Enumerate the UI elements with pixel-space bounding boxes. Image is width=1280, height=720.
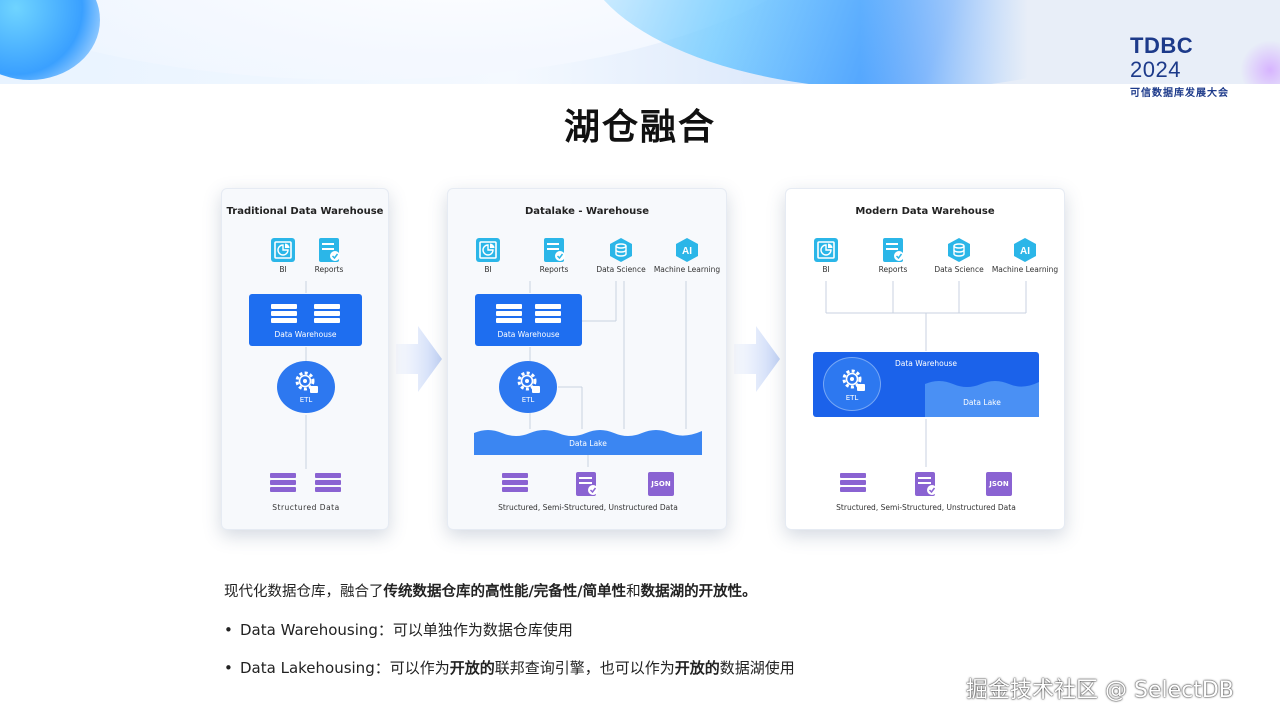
data-science-icon (610, 238, 632, 262)
bullet-text: 数据湖使用 (719, 659, 795, 677)
consumer-bi: BI (248, 237, 318, 274)
connector-lines (825, 281, 1027, 467)
warehouse-label: Data Warehouse (274, 330, 337, 339)
connector-lines (529, 281, 687, 467)
etl-label: ETL (299, 396, 313, 404)
document-check-icon (576, 472, 598, 496)
database-icon (314, 304, 340, 325)
source-label: Structured Data (272, 503, 340, 512)
modern-warehouse-panel: Modern Data Warehouse BI Reports (785, 188, 1065, 530)
reports-icon (319, 238, 340, 262)
bullet-item: •Data Warehousing：可以单独作为数据仓库使用 (224, 621, 573, 639)
structured-data-icon (270, 473, 296, 494)
bullet-text: Data Warehousing：可以单独作为数据仓库使用 (240, 621, 573, 639)
consumer-label: BI (822, 265, 830, 274)
json-icon: JSON (986, 472, 1012, 496)
watermark: 掘金技术社区 @ SelectDB (966, 678, 1234, 703)
database-icon (535, 304, 561, 325)
source-label: Structured, Semi-Structured, Unstructure… (836, 503, 1016, 512)
data-warehouse-box: Data Warehouse (475, 294, 582, 346)
json-icon: JSON (648, 472, 674, 496)
tdbc-logo: TDBC 2024 可信数据库发展大会 (1130, 33, 1250, 100)
bullet-emphasis: 开放的 (449, 659, 495, 677)
slide-title: 湖仓融合 (563, 107, 716, 148)
consumer-label: Machine Learning (653, 265, 721, 274)
consumer-reports: Reports (519, 237, 589, 274)
consumer-data-science: Data Science (586, 237, 656, 274)
consumer-label: Machine Learning (991, 265, 1059, 274)
gear-icon (295, 371, 318, 393)
panel-title: Traditional Data Warehouse (226, 206, 384, 217)
summary-emphasis: 传统数据仓库的高性能/完备性/简单性 (383, 584, 627, 600)
consumer-label: Reports (314, 265, 344, 274)
reports-icon (544, 238, 565, 262)
svg-text:AI: AI (682, 246, 692, 257)
consumer-label: BI (279, 265, 287, 274)
summary-paragraph: 现代化数据仓库，融合了传统数据仓库的高性能/完备性/简单性和数据湖的开放性。 (224, 582, 757, 602)
data-lake-wave (925, 381, 1039, 417)
document-check-icon (915, 472, 937, 496)
consumer-bi: BI (453, 237, 523, 274)
database-icon (271, 304, 297, 325)
consumer-bi: BI (791, 237, 861, 274)
consumer-label: Reports (878, 265, 908, 274)
consumer-reports: Reports (858, 237, 928, 274)
gear-icon (517, 371, 540, 393)
header-banner (0, 0, 1280, 84)
reports-icon (883, 238, 904, 262)
ai-icon: AI (1014, 238, 1036, 262)
consumer-reports: Reports (294, 237, 364, 274)
bi-chart-icon (271, 238, 295, 262)
etl-node: ETL (823, 357, 881, 411)
database-icon (496, 304, 522, 325)
banner-decoration (860, 0, 1280, 84)
data-warehouse-box: Data Warehouse (249, 294, 362, 346)
bi-chart-icon (814, 238, 838, 262)
bi-chart-icon (476, 238, 500, 262)
gear-icon (842, 369, 865, 391)
structured-data-icon (502, 473, 528, 494)
structured-data-icon (840, 473, 866, 494)
panel-title: Modern Data Warehouse (855, 206, 995, 217)
bullet-emphasis: 开放的 (674, 659, 720, 677)
data-science-icon (948, 238, 970, 262)
consumer-label: Data Science (934, 265, 984, 274)
svg-text:AI: AI (1020, 246, 1030, 257)
lakehouse-box: Data Warehouse Data Lake ETL (813, 352, 1039, 417)
etl-node: ETL (499, 361, 557, 413)
consumer-machine-learning: AI Machine Learning (652, 237, 722, 274)
banner-decoration (0, 0, 100, 80)
bullet-text: 联邦查询引擎，也可以作为 (494, 659, 675, 677)
warehouse-label: Data Warehouse (497, 330, 560, 339)
datalake-warehouse-panel: Datalake - Warehouse BI (447, 188, 727, 530)
logo-subtitle: 可信数据库发展大会 (1130, 88, 1229, 99)
flow-arrow-icon (396, 326, 442, 392)
warehouse-label: Data Warehouse (895, 359, 957, 368)
summary-text: 现代化数据仓库，融合了 (224, 584, 384, 600)
lake-label: Data Lake (963, 398, 1001, 407)
lake-label: Data Lake (569, 439, 607, 448)
logo-year: 2024 (1130, 57, 1181, 82)
summary-emphasis: 数据湖的开放性。 (640, 584, 757, 600)
connector-lines (305, 281, 307, 469)
source-label: Structured, Semi-Structured, Unstructure… (498, 503, 678, 512)
ai-icon: AI (676, 238, 698, 262)
logo-text: TDBC (1130, 33, 1194, 58)
bullet-item: •Data Lakehousing：可以作为开放的联邦查询引擎，也可以作为开放的… (224, 659, 795, 677)
structured-data-icon (315, 473, 341, 494)
etl-label: ETL (521, 396, 535, 404)
consumer-label: BI (484, 265, 492, 274)
etl-node: ETL (277, 361, 335, 413)
consumer-data-science: Data Science (924, 237, 994, 274)
traditional-warehouse-panel: Traditional Data Warehouse BI Reports Da (221, 188, 389, 530)
etl-label: ETL (845, 394, 859, 402)
panel-title: Datalake - Warehouse (524, 206, 649, 217)
consumer-machine-learning: AI Machine Learning (990, 237, 1060, 274)
data-lake-wave (474, 430, 702, 455)
consumer-label: Data Science (596, 265, 646, 274)
consumer-label: Reports (539, 265, 569, 274)
summary-text: 和 (626, 584, 641, 600)
flow-arrow-icon (734, 326, 780, 392)
bullet-text: Data Lakehousing：可以作为 (240, 659, 450, 677)
